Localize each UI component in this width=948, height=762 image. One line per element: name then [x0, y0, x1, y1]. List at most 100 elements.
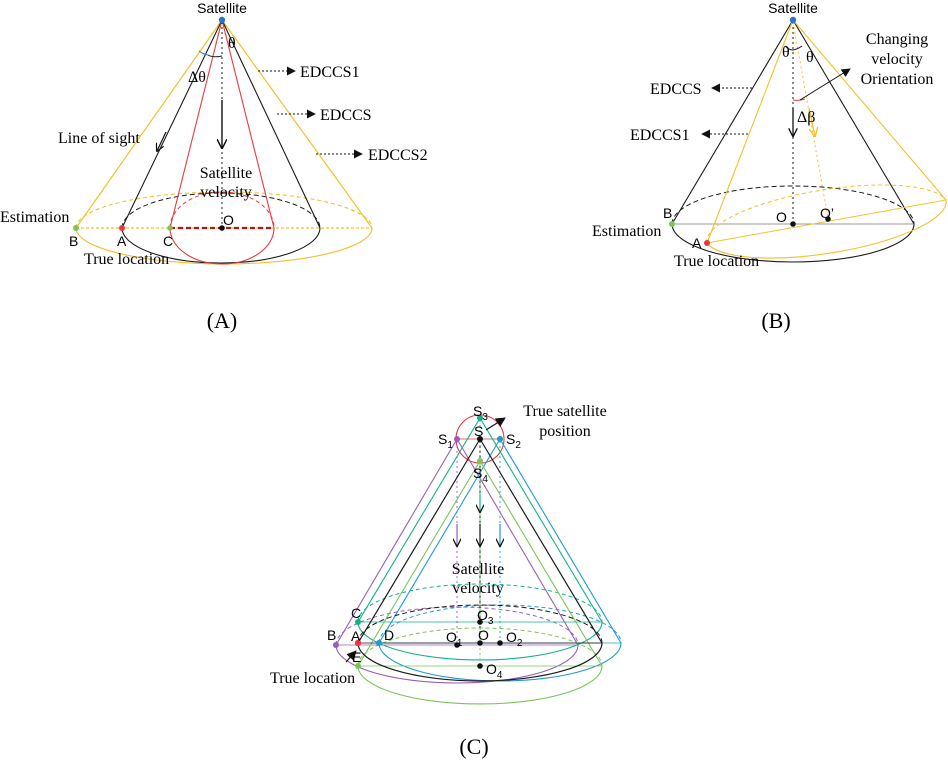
caption-c: (C): [459, 734, 488, 759]
point-c-label: C: [163, 233, 173, 249]
c-true-location-label: True location: [270, 670, 355, 687]
c-velocity-line2: velocity: [452, 580, 504, 597]
c-o2-marker: [497, 640, 503, 646]
c-velocity-line1: Satellite: [452, 561, 504, 578]
c-o4-marker: [477, 663, 483, 669]
b-edccs1-left-edge: [706, 19, 794, 244]
true-location-label: True location: [84, 251, 169, 268]
satellite-point: [218, 16, 226, 24]
theta-arc: [207, 54, 223, 58]
point-o-label: O: [223, 212, 234, 228]
b-edccs-label: EDCCS: [650, 81, 702, 98]
caption-b: (B): [761, 308, 790, 333]
point-b-marker: [73, 225, 79, 231]
c-true-satellite-pointer: [485, 417, 506, 431]
c-s3-label: S3: [473, 403, 488, 423]
estimation-label: Estimation: [0, 209, 69, 226]
c-s3-point: [477, 415, 483, 421]
b-point-o-label: O: [776, 209, 787, 225]
c-s4-label: S4: [473, 465, 488, 485]
point-a-marker: [119, 225, 125, 231]
edccs1-base-back: [169, 191, 275, 229]
caption-a: (A): [207, 308, 238, 333]
b-point-a-marker: [704, 240, 710, 246]
c-point-c-marker: [355, 619, 361, 625]
velocity-label-line2: velocity: [200, 184, 252, 201]
c-true-location-pointer: [345, 650, 357, 663]
c-o1-label: O1: [446, 629, 463, 649]
b-theta-left-label: θ: [782, 44, 790, 61]
panel-c: S3 S1 S S2 S4 True satellite position Sa…: [270, 403, 622, 759]
c-point-a-label: A: [351, 628, 361, 644]
c-point-c-label: C: [351, 605, 361, 621]
b-point-a-label: A: [692, 235, 702, 251]
edccs2-left-edge: [75, 19, 223, 229]
c-s-label: S: [474, 423, 483, 439]
c-o3-label: O3: [477, 607, 494, 627]
b-edccs-base-front: [671, 223, 915, 263]
b-edccs-right-edge: [792, 19, 915, 225]
b-satellite-point: [789, 16, 797, 24]
c-s-point: [477, 436, 483, 442]
delta-theta-arc: [198, 50, 209, 56]
c-point-d-marker: [376, 640, 382, 646]
c-point-e-marker: [355, 663, 361, 669]
edccs2-label: EDCCS2: [368, 147, 428, 164]
c-s4-point: [477, 458, 483, 464]
theta-label: θ: [228, 35, 236, 52]
b-edccs1-right-edge: [792, 19, 947, 201]
velocity-label-line1: Satellite: [200, 165, 252, 182]
edccs-right-edge: [221, 19, 321, 229]
b-new-velocity-arrow: [808, 107, 815, 136]
c-o-marker: [477, 640, 483, 646]
panel-a: Satellite θ Δθ EDCCS1 EDCCS EDCCS2 Line …: [0, 0, 428, 333]
c-s2-point: [497, 436, 503, 442]
c-s1-label: S1: [438, 431, 453, 451]
panel-b: Satellite θ θ Changing velocity Orientat…: [592, 0, 947, 333]
b-edccs-left-edge: [671, 19, 794, 225]
c-o3-marker: [477, 619, 483, 625]
b-theta-right-arc: [792, 45, 803, 51]
c-s2-label: S2: [506, 431, 521, 451]
c-point-b-label: B: [327, 627, 336, 643]
edccs1-left-edge: [169, 19, 223, 229]
b-point-o-prime-label: O’: [820, 205, 834, 221]
line-of-sight-label: Line of sight: [58, 130, 140, 147]
b-edccs1-diameter: [706, 199, 947, 244]
edccs2-right-edge: [221, 19, 373, 229]
c-true-satellite-line1: True satellite: [523, 403, 606, 420]
c-point-b-marker: [333, 642, 339, 648]
b-changing-line2: velocity: [871, 51, 923, 68]
c-o4-label: O4: [486, 661, 503, 681]
b-delta-beta-arc: [792, 98, 806, 101]
c-s1-point: [454, 436, 460, 442]
edccs-label: EDCCS: [320, 107, 372, 124]
b-point-o-prime-marker: [825, 216, 831, 222]
point-o-marker: [219, 225, 225, 231]
b-edccs-base-back: [671, 185, 915, 225]
c-point-a-marker: [354, 639, 362, 647]
edccs1-right-edge: [221, 19, 275, 229]
line-of-sight-arrow: [157, 131, 167, 151]
b-theta-right-label: θ: [806, 49, 814, 66]
point-c-marker: [167, 225, 173, 231]
satellite-label: Satellite: [197, 0, 247, 16]
b-changing-pointer: [799, 68, 851, 101]
b-true-location-label: True location: [674, 253, 759, 270]
b-edccs1-base-front: [706, 199, 947, 259]
b-point-b-marker: [669, 221, 675, 227]
b-point-o-marker: [790, 221, 796, 227]
c-o1-marker: [454, 642, 460, 648]
b-satellite-label: Satellite: [768, 0, 818, 16]
c-point-e-label: E: [352, 649, 361, 665]
b-estimation-label: Estimation: [592, 223, 661, 240]
edccs1-label: EDCCS1: [300, 64, 360, 81]
c-true-satellite-line2: position: [539, 423, 591, 440]
edccs1-base-front: [169, 227, 275, 265]
b-changing-line3: Orientation: [861, 71, 934, 88]
c-o2-label: O2: [506, 629, 523, 649]
b-changing-line1: Changing: [866, 31, 928, 48]
edccs2-base-back: [75, 191, 373, 229]
